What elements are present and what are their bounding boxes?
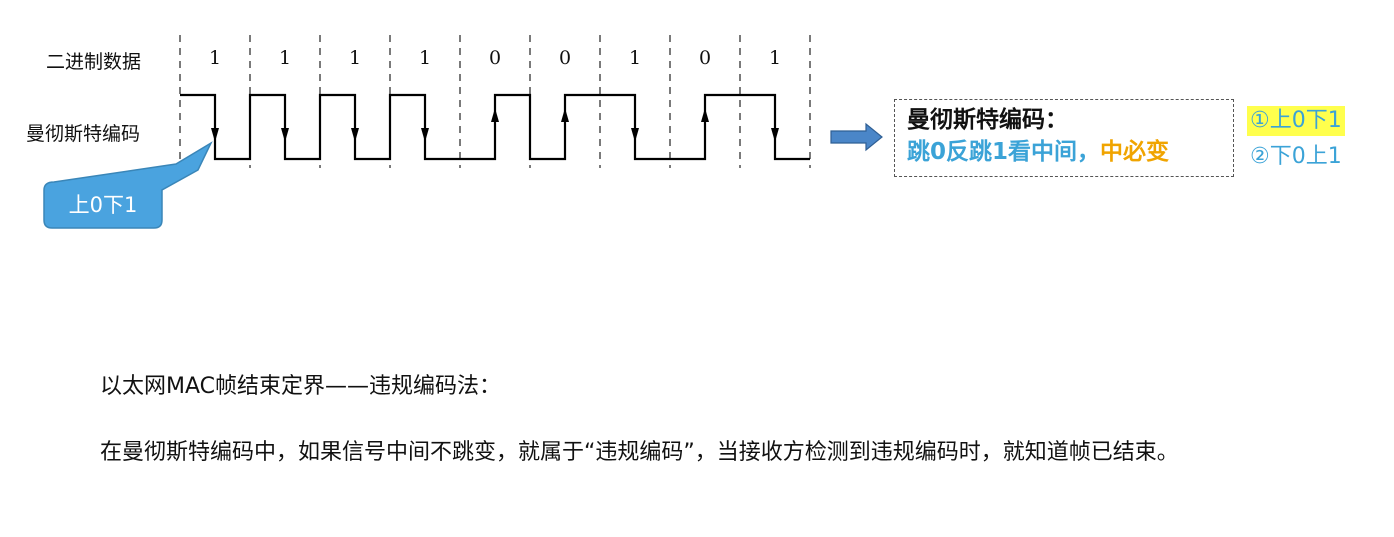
down-arrow-icon xyxy=(281,128,289,142)
rule-blue-text: 跳0反跳1看中间， xyxy=(907,139,1101,165)
bit-label: 1 xyxy=(349,47,361,69)
bit-label: 1 xyxy=(419,47,431,69)
down-arrow-icon xyxy=(351,128,359,142)
option-1-highlighted: ①上0下1 xyxy=(1247,106,1345,136)
rule-line: 跳0反跳1看中间，中必变 xyxy=(907,136,1233,168)
rule-title: 曼彻斯特编码： xyxy=(907,107,1068,133)
bit-labels: 1 1 1 1 0 0 1 0 1 xyxy=(209,47,781,69)
down-arrow-icon xyxy=(421,128,429,142)
row-label-manchester: 曼彻斯特编码 xyxy=(26,123,141,145)
up-arrow-icon xyxy=(561,108,569,122)
row-label-binary: 二进制数据 xyxy=(46,51,142,73)
down-arrow-icon xyxy=(631,128,639,142)
bit-label: 0 xyxy=(559,47,571,69)
down-arrow-icon xyxy=(211,128,219,142)
up-arrow-icon xyxy=(701,108,709,122)
manchester-waveform xyxy=(180,93,810,161)
callout-bubble xyxy=(43,141,213,229)
rule-orange-text: 中必变 xyxy=(1100,139,1170,165)
up-arrow-icon xyxy=(491,108,499,122)
bit-label: 1 xyxy=(209,47,221,69)
section-body: 在曼彻斯特编码中，如果信号中间不跳变，就属于“违规编码”，当接收方检测到违规编码… xyxy=(100,440,1179,465)
option-2: ②下0上1 xyxy=(1250,144,1342,169)
section-title: 以太网MAC帧结束定界——违规编码法： xyxy=(100,374,502,399)
manchester-rule-box: 曼彻斯特编码： 跳0反跳1看中间，中必变 xyxy=(894,99,1234,177)
manchester-diagram: 1 1 1 1 0 0 1 0 1 xyxy=(43,35,883,229)
bit-label: 0 xyxy=(699,47,711,69)
callout-text: 上0下1 xyxy=(68,193,138,217)
bit-label: 1 xyxy=(769,47,781,69)
down-arrow-icon xyxy=(771,128,779,142)
transition-arrows xyxy=(211,108,779,142)
bit-label: 1 xyxy=(279,47,291,69)
right-arrow-icon xyxy=(830,122,883,152)
bit-label: 0 xyxy=(489,47,501,69)
bit-label: 1 xyxy=(629,47,641,69)
